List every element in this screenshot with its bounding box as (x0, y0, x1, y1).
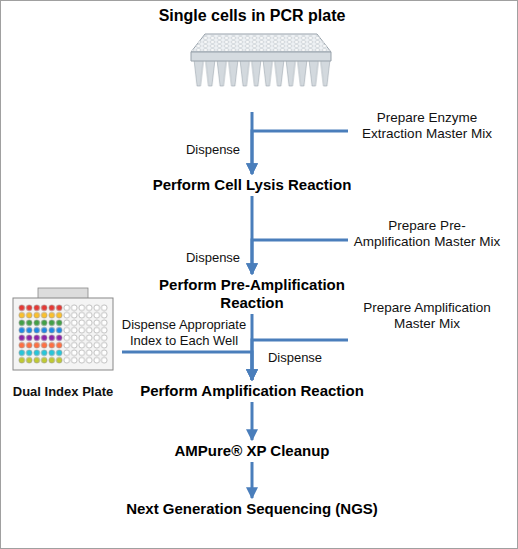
flow-arrow (252, 340, 348, 380)
flow-arrow (251, 402, 254, 440)
node-text: Prepare Amplification Master Mix (352, 300, 502, 332)
index-wells (18, 304, 108, 364)
node-text: Next Generation Sequencing (NGS) (126, 500, 378, 518)
flow-arrow (252, 240, 348, 274)
edge-label: Dispense (180, 142, 246, 158)
start-node: Single cells in PCR plate (142, 6, 362, 110)
reagent-note: Prepare Amplification Master Mix (352, 300, 502, 332)
flow-arrow (252, 131, 348, 174)
index-plate: Dual Index Plate (8, 282, 118, 400)
process-step: Next Generation Sequencing (NGS) (102, 500, 402, 518)
plate-tab (38, 288, 88, 299)
node-text: Prepare Pre-Amplification Master Mix (352, 218, 502, 250)
node-text: Perform Cell Lysis Reaction (153, 176, 352, 194)
node-text: Prepare Enzyme Extraction Master Mix (352, 110, 502, 142)
reagent-note: Prepare Pre-Amplification Master Mix (352, 218, 502, 250)
node-text: Perform Pre-Amplification Reaction (127, 276, 377, 312)
process-step: Perform Pre-Amplification Reaction (127, 276, 377, 312)
edge-label: Dispense Appropriate Index to Each Well (120, 317, 248, 349)
process-step: Perform Cell Lysis Reaction (152, 176, 352, 194)
plate-skirt (191, 52, 331, 61)
plate-wells (185, 35, 335, 52)
edge-label: Dispense (180, 250, 246, 266)
flow-arrow (251, 462, 254, 498)
flow-arrow (122, 352, 252, 380)
process-step: AMPure® XP Cleanup (127, 442, 377, 460)
pcr-tubes (193, 60, 331, 88)
node-text: AMPure® XP Cleanup (175, 442, 330, 460)
pcr-plate-illustration (185, 30, 335, 110)
edge-label: Dispense (262, 350, 328, 366)
dual-index-plate-illustration (8, 282, 118, 378)
reagent-note: Prepare Enzyme Extraction Master Mix (352, 110, 502, 142)
node-text: Single cells in PCR plate (159, 6, 346, 26)
node-text: Dual Index Plate (13, 384, 113, 400)
process-step: Perform Amplification Reaction (137, 382, 367, 400)
plate-body (13, 298, 113, 370)
node-text: Perform Amplification Reaction (140, 382, 364, 400)
well-outlines (18, 304, 108, 364)
